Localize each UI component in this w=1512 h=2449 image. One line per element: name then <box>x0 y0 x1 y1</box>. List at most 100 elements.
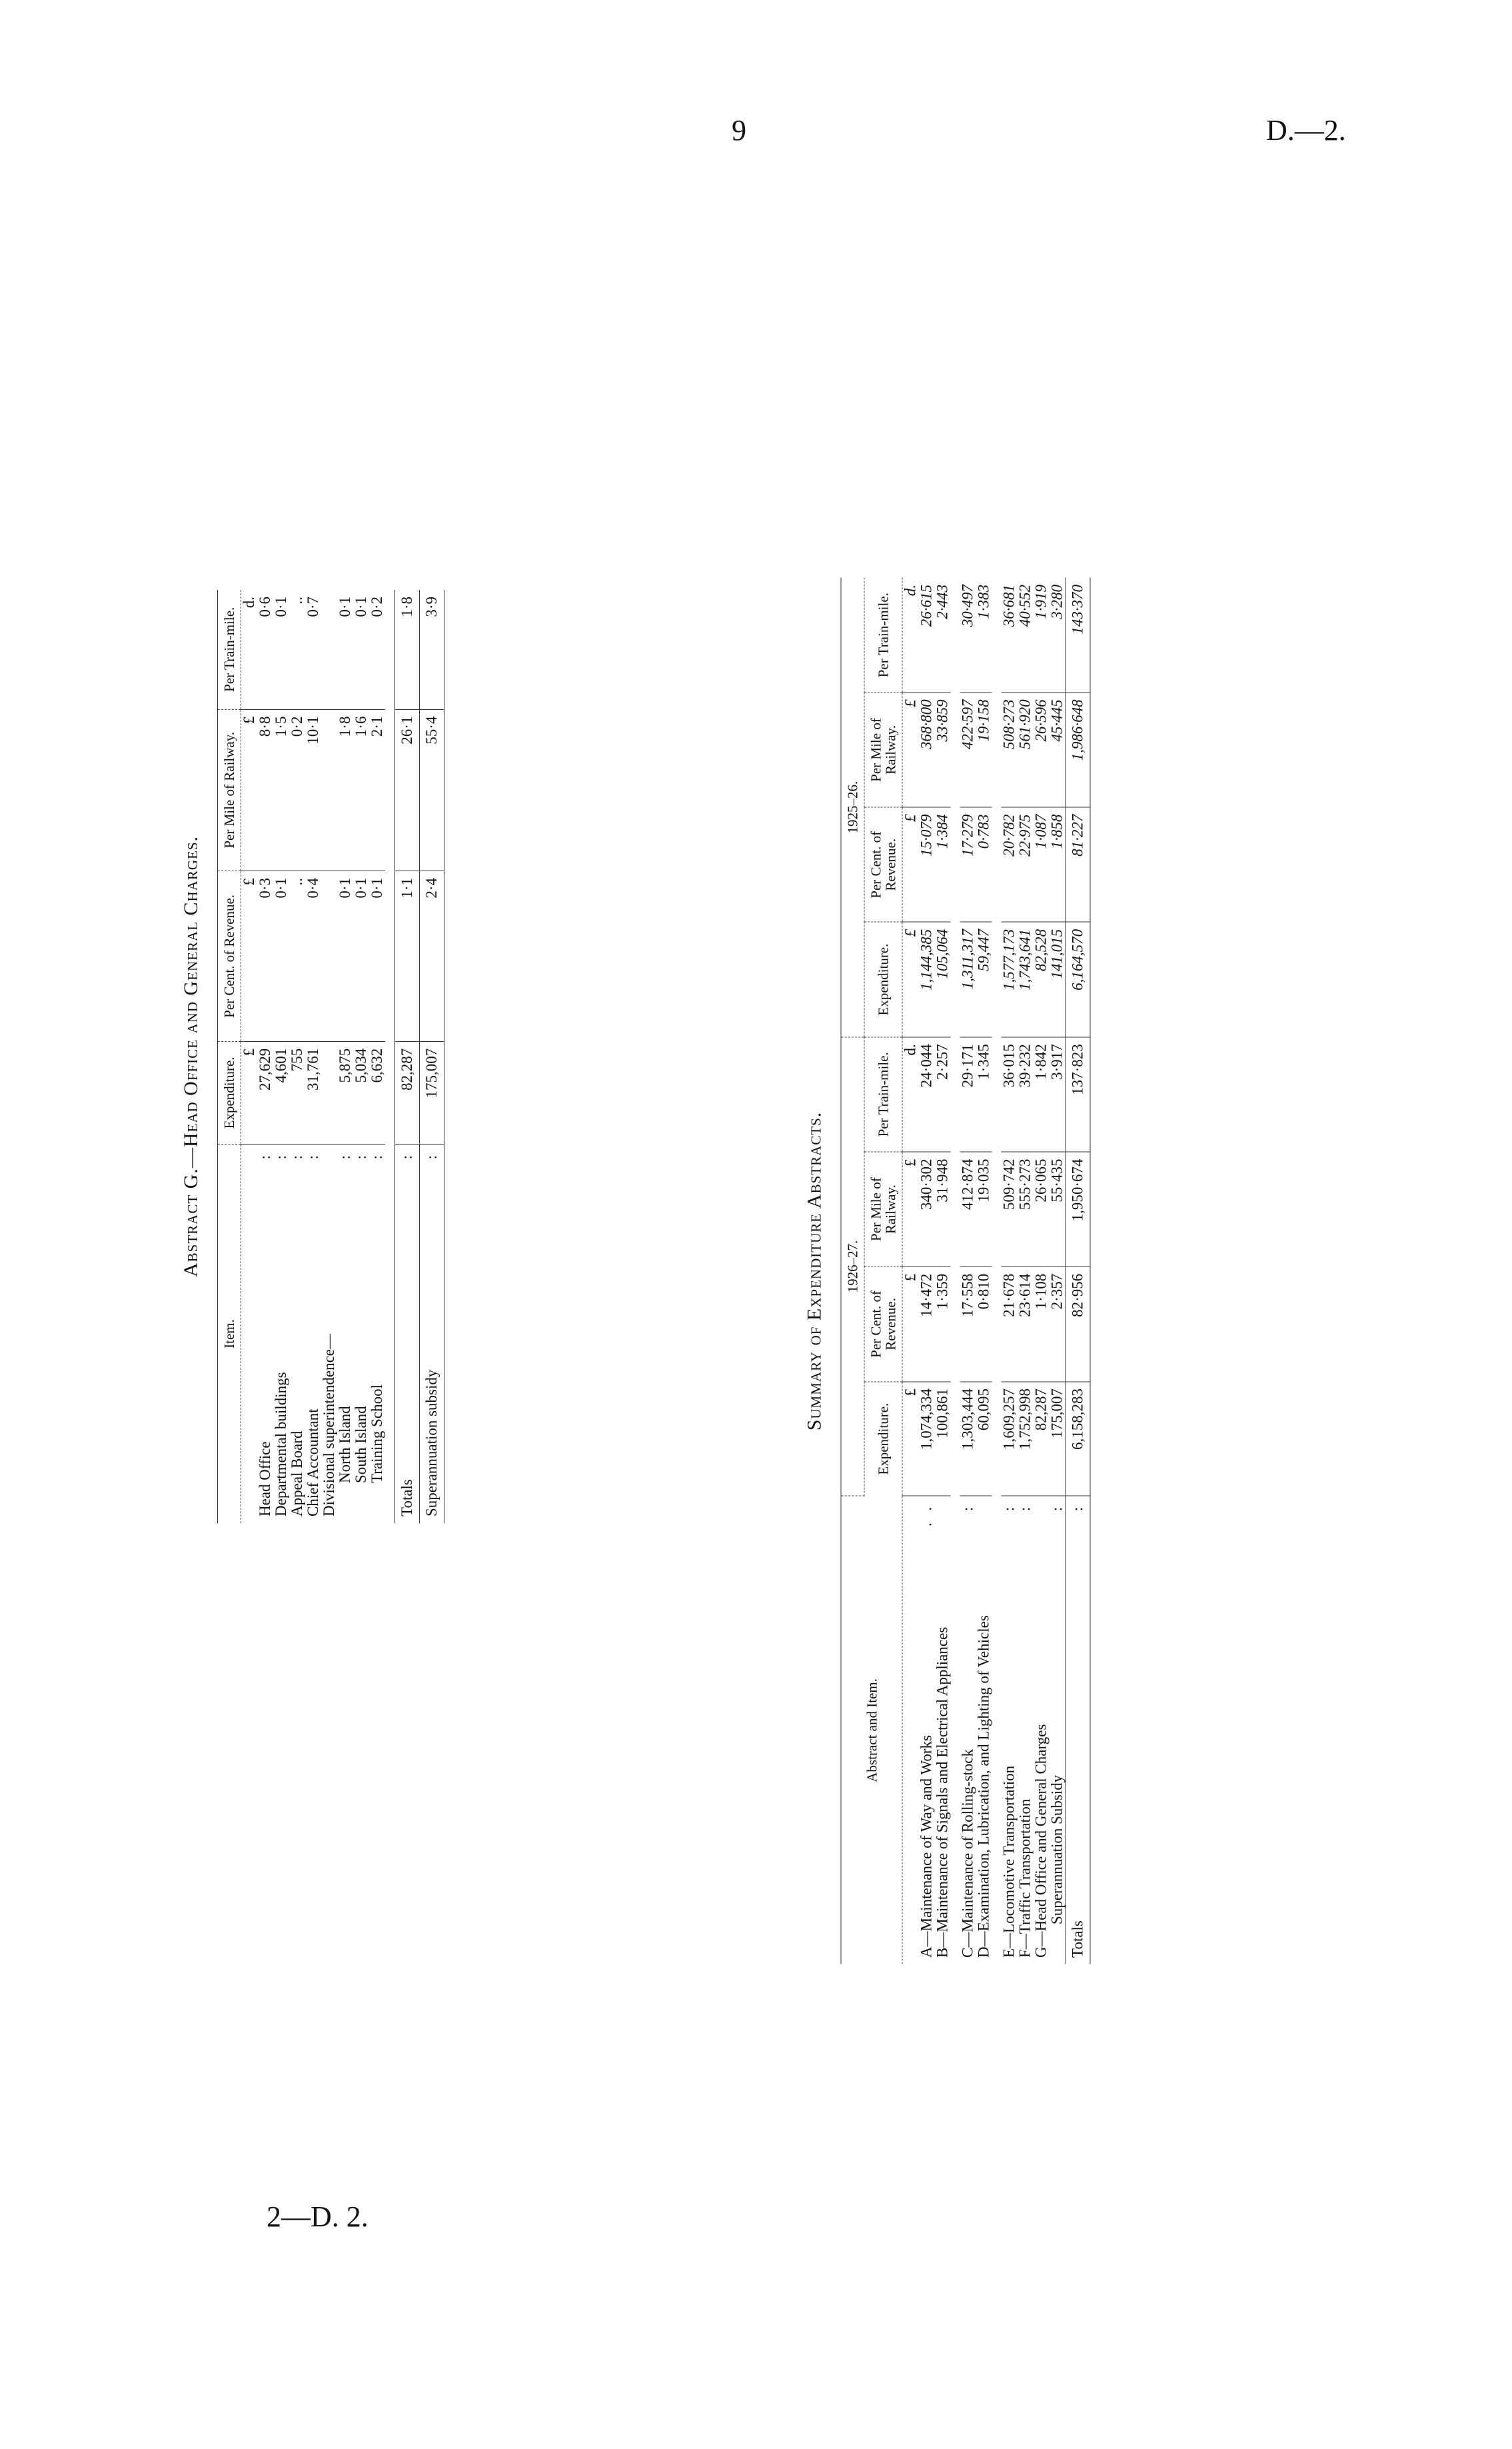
value-1925-26: 1,743,641 <box>1017 922 1034 1037</box>
item-cell: Divisional superintendence— <box>321 1145 337 1524</box>
item-cell: :Head Office <box>257 1145 273 1524</box>
value-cell: 0·2 <box>289 709 305 871</box>
value-cell: 0·3 <box>257 871 273 1042</box>
unit-cell: £ <box>902 1151 919 1267</box>
value-1925-26: 368·800 <box>918 692 935 808</box>
value-cell: 1·1 <box>394 871 420 1042</box>
leader-dots: : <box>337 1151 353 1160</box>
item-cell: : North Island <box>337 1145 353 1524</box>
unit-cell: £ <box>241 871 257 1042</box>
item-cell: : C—Maintenance of Rolling-stock <box>960 1496 976 1964</box>
value-cell: 0·1 <box>369 871 385 1042</box>
leader-dots: : <box>289 1151 305 1160</box>
column-header: Per Mile of Railway. <box>217 709 241 871</box>
item-label: F—Traffic Transportation <box>1016 1798 1034 1958</box>
item-label: Training School <box>369 1384 385 1483</box>
value-1925-26: 45·445 <box>1049 692 1066 808</box>
leader-dots: : <box>273 1151 289 1160</box>
item-cell: :E—Locomotive Transportation <box>1000 1496 1018 1964</box>
value-1925-26: 40·552 <box>1017 578 1034 693</box>
item-label: North Island <box>337 1406 353 1483</box>
item-label: Superannuation Subsidy <box>1048 1774 1066 1924</box>
value-1925-26: 3·280 <box>1049 578 1066 693</box>
item-label: E—Locomotive Transportation <box>1000 1765 1018 1958</box>
value-cell: 82,287 <box>394 1041 420 1145</box>
value-cell: 3·9 <box>419 590 444 710</box>
value-cell: 27,629 <box>257 1041 273 1145</box>
value-1926-27: 1·842 <box>1033 1037 1050 1152</box>
value-1925-26: 561·920 <box>1017 692 1034 808</box>
abstract-g-table: Item.Expenditure.Per Cent. of Revenue.Pe… <box>217 590 444 1523</box>
column-header: Per Train-mile. <box>864 578 902 693</box>
value-1926-27: 3·917 <box>1049 1037 1066 1152</box>
item-cell: :Training School <box>369 1145 385 1524</box>
value-cell <box>321 590 337 710</box>
value-cell: 1·8 <box>337 709 353 871</box>
value-1925-26: 1,577,173 <box>1001 922 1018 1037</box>
value-1926-27: 412·874 <box>960 1151 976 1267</box>
leader-dots: : <box>423 1151 440 1160</box>
column-header: Expenditure. <box>864 922 902 1037</box>
item-cell: D—Examination, Lubrication, and Lighting… <box>976 1496 992 1964</box>
value-1926-27: 340·302 <box>918 1151 935 1267</box>
value-1925-26: 15·079 <box>918 807 935 923</box>
column-header: Per Train-mile. <box>864 1037 902 1152</box>
abstract-g-section: Abstract G.—Head Office and General Char… <box>180 533 660 1580</box>
value-1926-27: 60,095 <box>976 1381 992 1496</box>
value-cell <box>321 709 337 871</box>
item-label: C—Maintenance of Rolling-stock <box>959 1749 976 1958</box>
column-header: Per Mile of Railway. <box>864 692 902 808</box>
value-1925-26: 1,986·648 <box>1066 692 1090 808</box>
summary-section: Summary of Expenditure Abstracts. Abstra… <box>804 567 1330 1976</box>
item-label: South Island <box>353 1406 369 1483</box>
value-cell: .. <box>289 590 305 710</box>
value-cell: 0·7 <box>305 590 321 710</box>
value-1926-27: 175,007 <box>1049 1381 1066 1496</box>
value-1926-27: 14·472 <box>918 1266 935 1382</box>
column-header: Expenditure. <box>217 1041 241 1145</box>
value-1926-27: 509·742 <box>1001 1151 1018 1267</box>
value-1926-27: 6,158,283 <box>1066 1381 1090 1496</box>
column-header: Per Cent. of Revenue. <box>864 1266 902 1382</box>
item-cell: : F—Traffic Transportation <box>1016 1496 1034 1964</box>
value-1925-26: 508·273 <box>1001 692 1018 808</box>
value-1926-27: 1·108 <box>1033 1266 1050 1382</box>
value-cell: 0·1 <box>353 590 369 710</box>
value-cell: 1·5 <box>273 709 289 871</box>
item-label: B—Maintenance of Signals and Electrical … <box>934 1626 951 1958</box>
units-cell <box>902 1496 919 1964</box>
spacer-row <box>992 578 1002 1964</box>
leader-dots: : <box>305 1151 321 1160</box>
value-1926-27: 29·171 <box>960 1037 976 1152</box>
unit-cell: £ <box>902 922 919 1037</box>
value-cell: 2·4 <box>419 871 444 1042</box>
leader-dots: : <box>1016 1502 1034 1512</box>
value-1926-27: 19·035 <box>976 1151 992 1267</box>
value-cell: .. <box>289 871 305 1042</box>
units-row: £££d.£££d. <box>902 578 919 1964</box>
leader-dots: : <box>257 1151 273 1160</box>
year-header: 1925–26. <box>841 578 864 1037</box>
spacer <box>992 578 1002 1964</box>
leader-dots: : <box>398 1151 415 1160</box>
value-1925-26: 422·597 <box>960 692 976 808</box>
item-cell: :Totals <box>394 1144 420 1523</box>
unit-cell: £ <box>241 1041 257 1145</box>
value-1926-27: 36·015 <box>1001 1037 1018 1152</box>
item-cell: :Appeal Board <box>289 1145 305 1524</box>
unit-cell: d. <box>902 1037 919 1152</box>
leader-dots: : <box>959 1502 976 1512</box>
value-1925-26: 1·087 <box>1033 807 1050 923</box>
column-header: Per Cent. of Revenue. <box>217 871 241 1042</box>
value-1925-26: 1·919 <box>1033 578 1050 693</box>
unit-cell: d. <box>902 578 919 693</box>
value-1926-27: 39·232 <box>1017 1037 1034 1152</box>
